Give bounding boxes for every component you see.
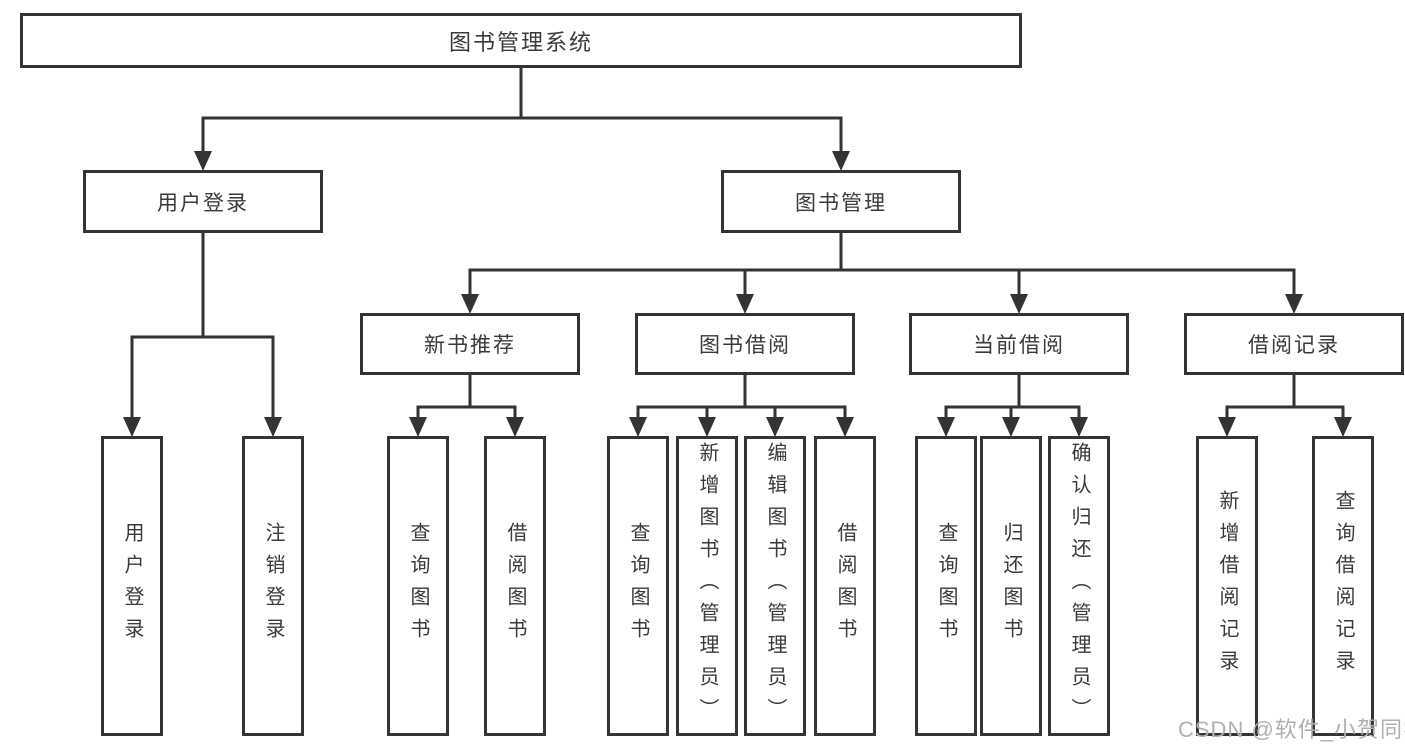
- node-book-borrowing: 图书借阅: [635, 313, 855, 375]
- arrow-down-icon: [1010, 294, 1028, 314]
- connector-current-borrowing-to-leaves: [937, 371, 1088, 437]
- arrow-down-icon: [506, 417, 524, 437]
- connector-book-borrowing-to-leaves: [629, 371, 854, 437]
- node-borrowing-records-label: 借阅记录: [1248, 334, 1340, 357]
- leaf-edit-books-admin: 编辑图书（管理员）: [744, 436, 806, 736]
- leaf-return-books-label: 归还图书: [1000, 522, 1022, 650]
- node-current-borrowing-label: 当前借阅: [973, 334, 1065, 357]
- leaf-add-books-admin: 新增图书（管理员）: [676, 436, 738, 736]
- leaf-borrow-books-label: 借阅图书: [834, 522, 856, 650]
- leaf-edit-books-admin-label: 编辑图书（管理员）: [764, 442, 786, 730]
- connector-root-to-level2: [194, 64, 850, 171]
- leaf-query-books-recommend-label: 查询图书: [407, 522, 429, 650]
- node-new-book-recommend-label: 新书推荐: [424, 334, 516, 357]
- leaf-borrow-books-recommend-label: 借阅图书: [504, 522, 526, 650]
- node-book-management: 图书管理: [721, 170, 961, 233]
- connector-book-management-to-level3: [461, 229, 1303, 314]
- node-root-label: 图书管理系统: [448, 29, 593, 55]
- arrow-down-icon: [629, 417, 647, 437]
- node-root: 图书管理系统: [20, 13, 1022, 68]
- connector-user-login-to-leaves: [123, 229, 282, 437]
- leaf-query-books-current-label: 查询图书: [935, 522, 957, 650]
- arrow-down-icon: [698, 417, 716, 437]
- arrow-down-icon: [409, 417, 427, 437]
- arrow-down-icon: [1070, 417, 1088, 437]
- leaf-user-login: 用户登录: [101, 436, 163, 736]
- arrow-down-icon: [766, 417, 784, 437]
- arrow-down-icon: [461, 294, 479, 314]
- node-borrowing-records: 借阅记录: [1184, 313, 1404, 375]
- arrow-down-icon: [194, 151, 212, 171]
- leaf-query-borrow-record-label: 查询借阅记录: [1332, 490, 1354, 682]
- leaf-logout-login-label: 注销登录: [262, 522, 284, 650]
- node-current-borrowing: 当前借阅: [909, 313, 1129, 375]
- arrow-down-icon: [1218, 417, 1236, 437]
- leaf-add-books-admin-label: 新增图书（管理员）: [696, 442, 718, 730]
- node-user-login: 用户登录: [83, 170, 323, 233]
- arrow-down-icon: [832, 151, 850, 171]
- leaf-user-login-label: 用户登录: [121, 522, 143, 650]
- leaf-query-books-current: 查询图书: [915, 436, 977, 736]
- leaf-query-books-recommend: 查询图书: [387, 436, 449, 736]
- connector-new-book-recommend-to-leaves: [409, 371, 524, 437]
- csdn-watermark: CSDN @软件_小贺同学: [1178, 717, 1405, 742]
- node-user-login-label: 用户登录: [157, 191, 249, 215]
- arrow-down-icon: [736, 294, 754, 314]
- leaf-borrow-books-recommend: 借阅图书: [484, 436, 546, 736]
- leaf-confirm-return-admin: 确认归还（管理员）: [1048, 436, 1110, 736]
- leaf-return-books: 归还图书: [980, 436, 1042, 736]
- arrow-down-icon: [937, 417, 955, 437]
- arrow-down-icon: [1334, 417, 1352, 437]
- leaf-query-borrow-record: 查询借阅记录: [1312, 436, 1374, 736]
- node-book-management-label: 图书管理: [795, 191, 887, 215]
- arrow-down-icon: [264, 417, 282, 437]
- arrow-down-icon: [1002, 417, 1020, 437]
- leaf-query-books-borrowing: 查询图书: [607, 436, 669, 736]
- node-new-book-recommend: 新书推荐: [360, 313, 580, 375]
- leaf-add-borrow-record: 新增借阅记录: [1196, 436, 1258, 736]
- node-book-borrowing-label: 图书借阅: [699, 334, 791, 357]
- connector-borrowing-records-to-leaves: [1218, 371, 1352, 437]
- arrow-down-icon: [1285, 294, 1303, 314]
- leaf-borrow-books: 借阅图书: [814, 436, 876, 736]
- leaf-add-borrow-record-label: 新增借阅记录: [1216, 490, 1238, 682]
- arrow-down-icon: [836, 417, 854, 437]
- arrow-down-icon: [123, 417, 141, 437]
- leaf-logout-login: 注销登录: [242, 436, 304, 736]
- leaf-confirm-return-admin-label: 确认归还（管理员）: [1068, 442, 1090, 730]
- leaf-query-books-borrowing-label: 查询图书: [627, 522, 649, 650]
